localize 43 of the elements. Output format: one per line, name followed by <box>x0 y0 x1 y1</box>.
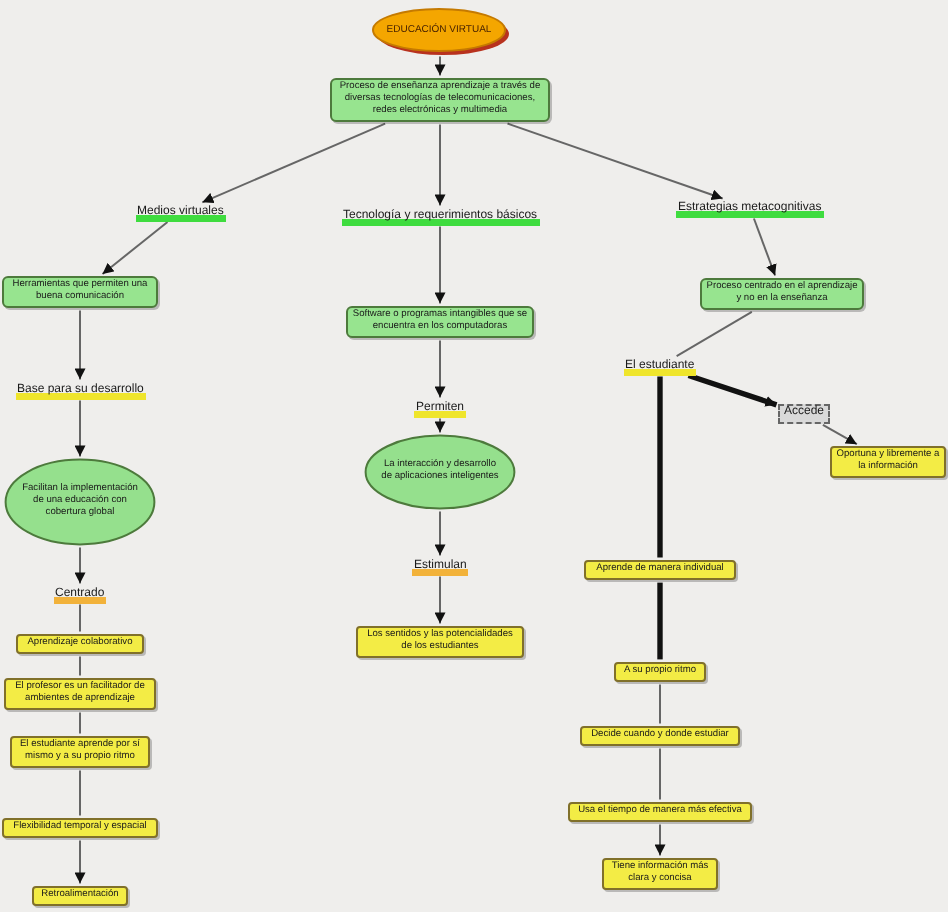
arrow <box>687 372 778 408</box>
concept-box <box>2 275 158 309</box>
arrow <box>434 510 446 557</box>
connector-line <box>79 655 81 677</box>
concept-box <box>830 445 946 479</box>
arrow <box>654 823 666 857</box>
arrow <box>74 309 86 381</box>
connector-line <box>79 711 81 735</box>
concept-box <box>356 625 524 659</box>
concept-box <box>568 801 752 823</box>
arrow <box>434 55 446 77</box>
concept-box <box>4 677 156 711</box>
connector-line <box>79 769 81 817</box>
connector-line <box>659 683 661 725</box>
connector-line <box>79 603 81 633</box>
connector-line <box>675 310 753 358</box>
connector-line <box>657 582 663 660</box>
arrow <box>74 546 86 585</box>
concept-box <box>2 817 158 839</box>
concept-box <box>32 885 128 907</box>
arrow <box>434 225 446 305</box>
arrow <box>434 575 446 625</box>
concept-box <box>700 277 864 311</box>
arrow <box>821 423 858 446</box>
concept-box <box>584 559 736 581</box>
connector-line <box>659 747 661 801</box>
concept-box <box>16 633 144 655</box>
arrow <box>752 217 777 277</box>
connector-line <box>657 376 663 558</box>
concept-box <box>346 305 534 339</box>
concept-box <box>602 857 718 891</box>
arrow <box>434 339 446 399</box>
concept-box <box>614 661 706 683</box>
concept-box <box>10 735 150 769</box>
concept-box <box>330 77 550 123</box>
arrow <box>101 221 169 275</box>
arrow <box>74 839 86 885</box>
arrow <box>434 417 446 434</box>
arrow <box>201 122 387 204</box>
concept-box <box>580 725 740 747</box>
arrow <box>74 399 86 458</box>
arrow <box>434 123 446 207</box>
arrow <box>506 122 724 201</box>
